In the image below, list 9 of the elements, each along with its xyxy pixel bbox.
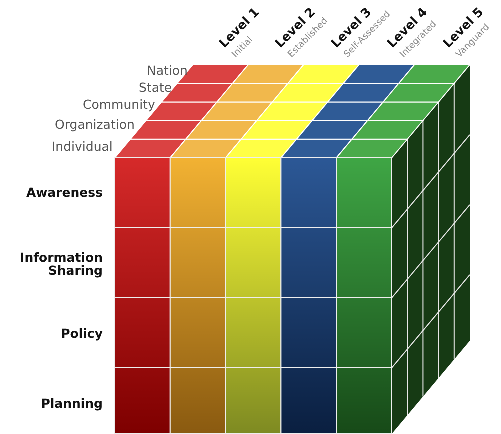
layer-label: Community (83, 98, 156, 111)
layer-label: Individual (52, 140, 113, 153)
layer-label: Organization (55, 118, 135, 131)
row-label: Awareness (25, 186, 103, 199)
layer-label: State (139, 80, 172, 94)
row-label: Information Sharing (19, 251, 103, 278)
layer-label: Nation (147, 64, 188, 77)
row-label: Policy (60, 326, 103, 340)
row-label: Planning (40, 396, 103, 410)
